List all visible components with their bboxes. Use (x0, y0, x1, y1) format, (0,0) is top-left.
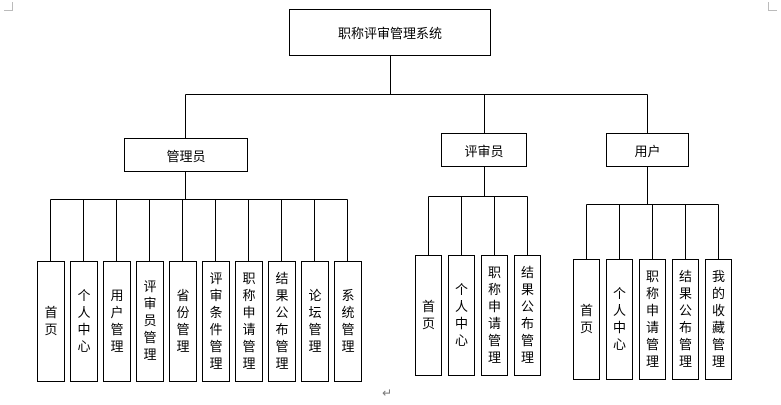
page-corner-top-left (4, 2, 13, 11)
leaf-node: 个人中心 (606, 259, 633, 380)
leaf-node: 首页 (415, 255, 442, 376)
leaf-node: 评审条件管理 (202, 261, 230, 382)
leaf-node: 个人中心 (70, 261, 98, 382)
paragraph-mark: ↵ (382, 386, 393, 400)
leaf-label: 论坛管理 (308, 288, 322, 355)
leaf-label: 我的收藏管理 (712, 269, 726, 370)
leaf-node: 结果公布管理 (268, 261, 296, 382)
leaf-node: 结果公布管理 (514, 255, 541, 376)
leaf-node: 个人中心 (448, 255, 475, 376)
leaf-label: 个人中心 (77, 288, 91, 355)
leaf-node: 论坛管理 (301, 261, 329, 382)
leaf-label: 首页 (580, 303, 594, 336)
leaf-node: 结果公布管理 (672, 259, 699, 380)
leaf-label: 系统管理 (341, 288, 355, 355)
leaf-label: 个人中心 (613, 286, 627, 353)
leaf-label: 用户管理 (110, 288, 124, 355)
leaf-node: 首页 (37, 261, 65, 382)
role-node-reviewer: 评审员 (441, 133, 527, 167)
leaf-label: 省份管理 (176, 288, 190, 355)
leaf-label: 首页 (44, 305, 58, 338)
leaf-node: 职称申请管理 (481, 255, 508, 376)
leaf-label: 评审条件管理 (209, 271, 223, 372)
leaf-label: 首页 (422, 299, 436, 332)
leaf-label: 职称申请管理 (242, 271, 256, 372)
role-label: 评审员 (464, 144, 504, 160)
leaf-node: 职称申请管理 (235, 261, 263, 382)
leaf-node: 系统管理 (334, 261, 362, 382)
role-label: 用户 (634, 144, 661, 160)
leaf-node: 评审员管理 (136, 261, 164, 382)
leaf-node: 用户管理 (103, 261, 131, 382)
root-label: 职称评审管理系统 (337, 27, 442, 42)
leaf-label: 评审员管理 (143, 280, 157, 363)
leaf-label: 职称申请管理 (646, 269, 660, 370)
role-node-admin: 管理员 (124, 138, 248, 172)
leaf-label: 结果公布管理 (679, 269, 693, 370)
leaf-label: 职称申请管理 (488, 265, 502, 366)
role-label: 管理员 (166, 149, 206, 165)
leaf-node: 首页 (573, 259, 600, 380)
root-node: 职称评审管理系统 (289, 9, 491, 56)
leaf-node: 我的收藏管理 (705, 259, 732, 380)
leaf-label: 结果公布管理 (275, 271, 289, 372)
leaf-label: 个人中心 (455, 282, 469, 349)
leaf-label: 结果公布管理 (521, 265, 535, 366)
role-node-user: 用户 (606, 133, 689, 167)
leaf-node: 职称申请管理 (639, 259, 666, 380)
leaf-node: 省份管理 (169, 261, 197, 382)
page-corner-top-right (768, 2, 777, 11)
